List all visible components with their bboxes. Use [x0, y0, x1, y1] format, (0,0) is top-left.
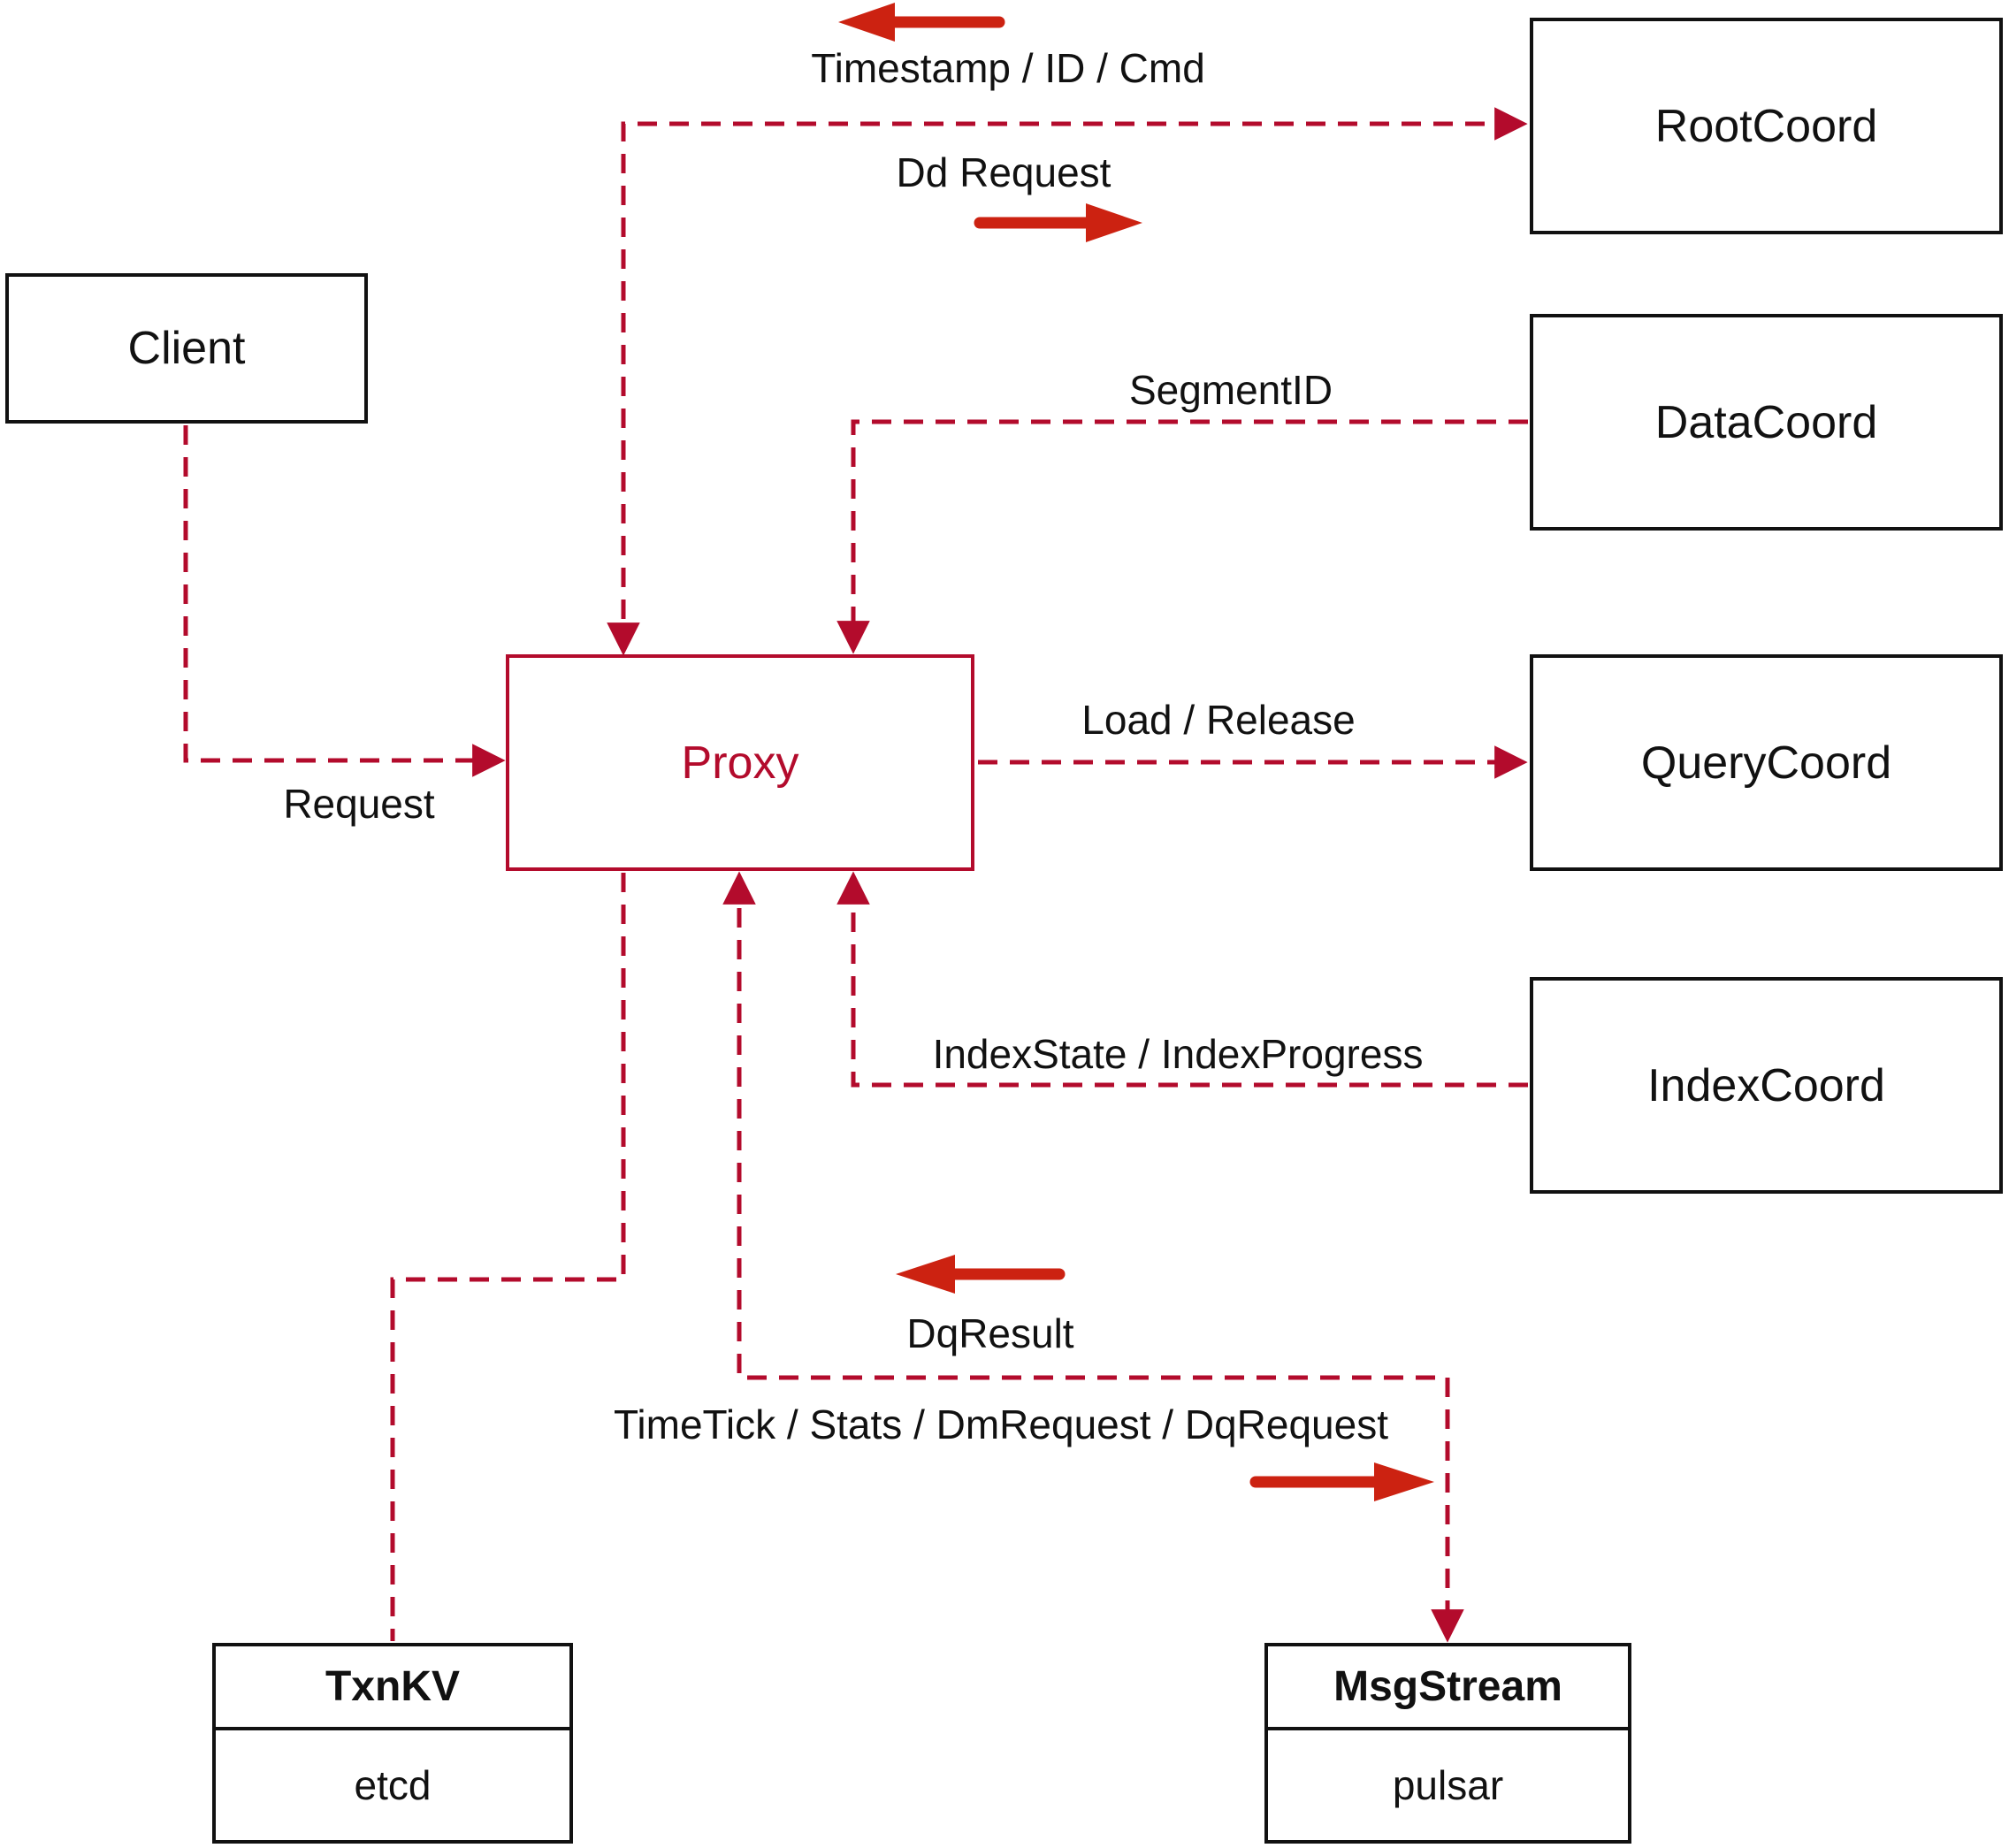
indexcoord-label: IndexCoord: [1647, 1059, 1885, 1111]
txnkv-node: TxnKV etcd: [212, 1643, 573, 1844]
edge-label-request: Request: [283, 781, 435, 827]
edge-label-segmentid: SegmentID: [1128, 367, 1333, 413]
edge-client-proxy: [183, 425, 506, 777]
msgstream-title-label: MsgStream: [1333, 1663, 1562, 1710]
msgstream-title: MsgStream: [1268, 1646, 1628, 1730]
msgstream-node: MsgStream pulsar: [1264, 1643, 1631, 1844]
edge-label-indexstate-indexprogress: IndexState / IndexProgress: [932, 1031, 1424, 1077]
edge-datacoord-proxy: [836, 419, 1528, 654]
proxy-node: Proxy: [506, 654, 974, 871]
client-node: Client: [5, 273, 368, 424]
edge-proxy-txnkv: [390, 873, 626, 1641]
edge-label-dd-request: Dd Request: [896, 149, 1111, 195]
querycoord-label: QueryCoord: [1640, 737, 1892, 789]
txnkv-impl: etcd: [216, 1730, 569, 1840]
timetick-direction-arrow-icon: [1249, 1462, 1434, 1501]
timestamp-return-arrow-icon: [838, 3, 1005, 42]
msgstream-impl-label: pulsar: [1392, 1762, 1504, 1808]
rootcoord-node: RootCoord: [1530, 18, 2003, 234]
client-label: Client: [127, 323, 246, 374]
rootcoord-label: RootCoord: [1654, 100, 1878, 152]
dqresult-return-arrow-icon: [896, 1255, 1066, 1294]
edge-label-dqresult: DqResult: [906, 1310, 1074, 1356]
proxy-label: Proxy: [681, 737, 799, 789]
dd-request-direction-arrow-icon: [974, 203, 1142, 242]
txnkv-impl-label: etcd: [354, 1762, 432, 1808]
txnkv-title-label: TxnKV: [325, 1663, 460, 1710]
datacoord-label: DataCoord: [1654, 396, 1878, 448]
querycoord-node: QueryCoord: [1530, 654, 2003, 871]
edge-label-timestamp-id-cmd: Timestamp / ID / Cmd: [811, 45, 1205, 91]
edge-label-timetick-stats: TimeTick / Stats / DmRequest / DqRequest: [614, 1401, 1388, 1447]
indexcoord-node: IndexCoord: [1530, 977, 2003, 1194]
edge-proxy-rootcoord: [607, 107, 1528, 656]
edge-proxy-msgstream: [722, 871, 1464, 1643]
edge-label-load-release: Load / Release: [1081, 697, 1356, 743]
datacoord-node: DataCoord: [1530, 314, 2003, 531]
msgstream-impl: pulsar: [1268, 1730, 1628, 1840]
txnkv-title: TxnKV: [216, 1646, 569, 1730]
